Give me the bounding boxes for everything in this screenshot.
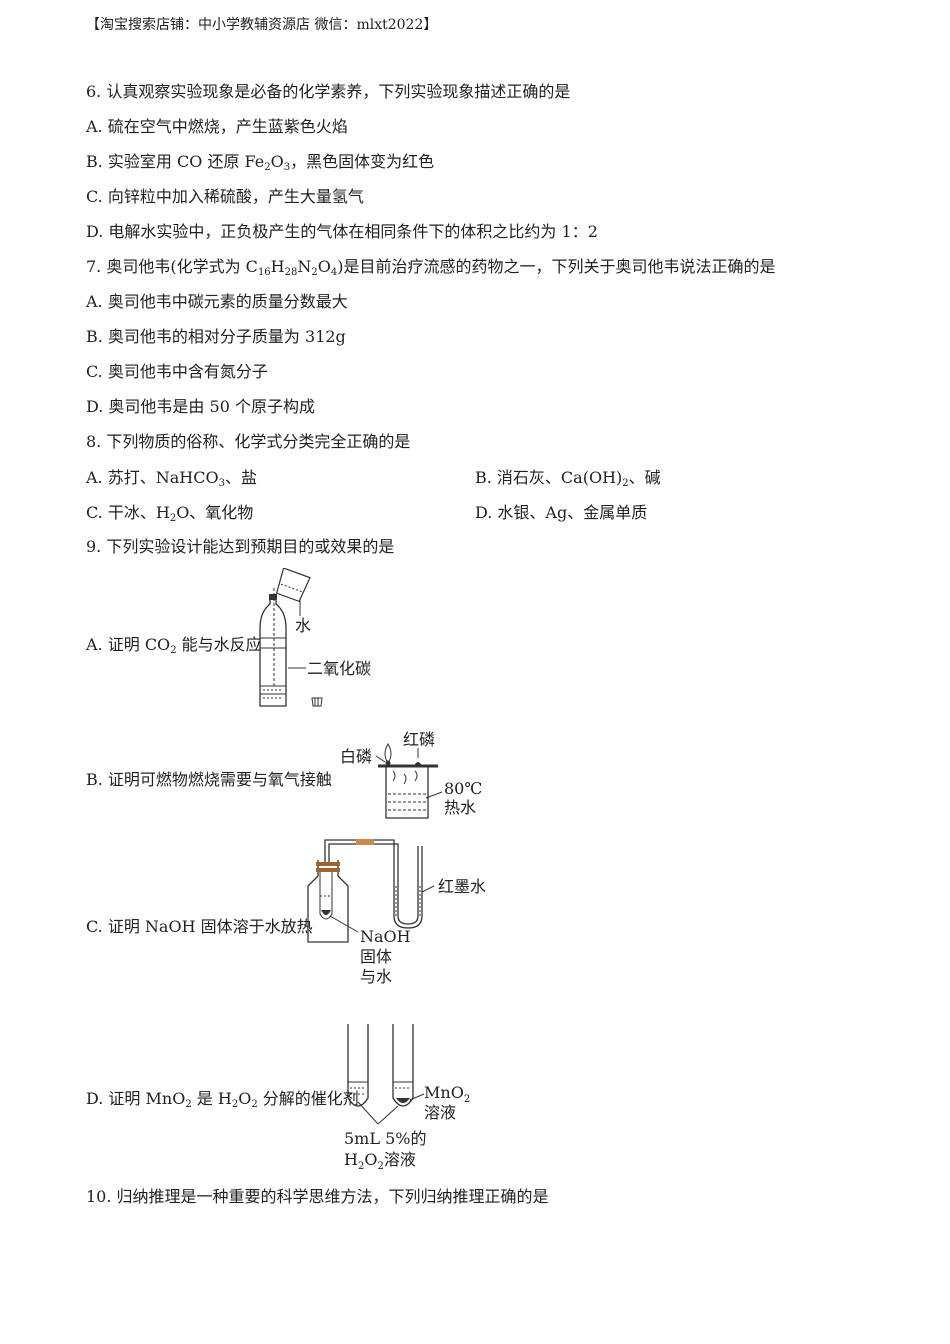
- test-tube-right: [392, 1024, 414, 1107]
- label-mno2: MnO2: [424, 1083, 470, 1105]
- label-co2: 二氧化碳: [307, 659, 371, 678]
- pouring-beaker: [275, 567, 311, 603]
- label-hot-water: 热水: [444, 798, 476, 817]
- q6-option-d: D. 电解水实验中，正负极产生的气体在相同条件下的体积之比约为 1：2: [86, 222, 598, 241]
- q9-option-a: A. 证明 CO2 能与水反应: [86, 635, 262, 656]
- label-water: 水: [295, 616, 311, 635]
- figure-combustion-beaker: 红磷 白磷 80℃ 热水: [338, 726, 498, 826]
- label-with-water: 与水: [360, 967, 392, 986]
- q9-option-d: D. 证明 MnO2 是 H2O2 分解的催化剂: [86, 1089, 359, 1110]
- label-temperature: 80℃: [444, 779, 482, 798]
- figure-naoh-utube: 红墨水 NaOH 固体 与水: [304, 836, 500, 992]
- q9-option-b: B. 证明可燃物燃烧需要与氧气接触: [86, 770, 332, 789]
- page-header: 【淘宝搜索店铺：中小学教辅资源店 微信：mlxt2022】: [86, 17, 438, 33]
- flask: [307, 860, 349, 943]
- q10-stem: 10. 归纳推理是一种重要的科学思维方法，下列归纳推理正确的是: [86, 1187, 549, 1206]
- beaker: [385, 766, 429, 819]
- q7-option-c: C. 奥司他韦中含有氮分子: [86, 362, 268, 381]
- q9-stem: 9. 下列实验设计能达到预期目的或效果的是: [86, 537, 395, 556]
- label-h2o2-solution: H2O2溶液: [344, 1150, 416, 1172]
- q8-option-c: C. 干冰、H2O、氧化物: [86, 503, 254, 524]
- label-solid: 固体: [360, 947, 392, 966]
- q8-option-d: D. 水银、Ag、金属单质: [475, 503, 648, 522]
- q6-option-a: A. 硫在空气中燃烧，产生蓝紫色火焰: [86, 117, 348, 136]
- q6-stem: 6. 认真观察实验现象是必备的化学素养，下列实验现象描述正确的是: [86, 82, 571, 101]
- plastic-bottle: [259, 595, 287, 707]
- q6-option-c: C. 向锌粒中加入稀硫酸，产生大量氢气: [86, 187, 364, 206]
- q9-option-c: C. 证明 NaOH 固体溶于水放热: [86, 917, 313, 936]
- q7-option-d: D. 奥司他韦是由 50 个原子构成: [86, 397, 315, 416]
- label-volume: 5mL 5%的: [344, 1129, 426, 1148]
- q7-option-b: B. 奥司他韦的相对分子质量为 312g: [86, 327, 346, 346]
- q7-option-a: A. 奥司他韦中碳元素的质量分数最大: [86, 292, 348, 311]
- figure-test-tubes: MnO2 溶液 5mL 5%的 H2O2溶液: [338, 1020, 498, 1172]
- q6-option-b: B. 实验室用 CO 还原 Fe2O3，黑色固体变为红色: [86, 152, 435, 173]
- q7-stem: 7. 奥司他韦(化学式为 C16H28N2O4)是目前治疗流感的药物之一，下列关…: [86, 257, 776, 278]
- label-white-phosphorus: 白磷: [340, 747, 372, 766]
- test-tube-left: [347, 1024, 369, 1107]
- label-naoh: NaOH: [360, 927, 411, 946]
- q8-option-a: A. 苏打、NaHCO3、盐: [86, 468, 257, 489]
- label-solution: 溶液: [424, 1103, 456, 1122]
- q8-stem: 8. 下列物质的俗称、化学式分类完全正确的是: [86, 432, 411, 451]
- q8-option-b: B. 消石灰、Ca(OH)2、碱: [475, 468, 661, 489]
- label-red-phosphorus: 红磷: [403, 730, 435, 749]
- label-red-ink: 红墨水: [438, 877, 486, 896]
- figure-co2-bottle: 水 二氧化碳: [252, 567, 392, 713]
